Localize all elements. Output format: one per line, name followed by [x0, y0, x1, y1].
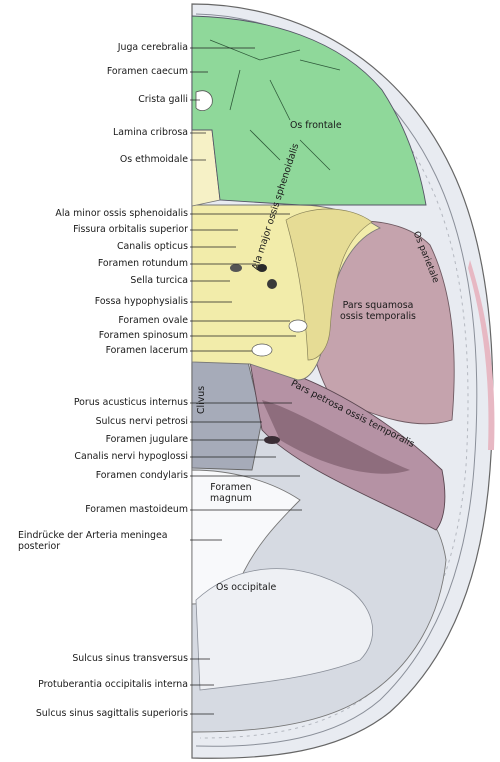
label-sulcus-sagittalis: Sulcus sinus sagittalis superioris [35, 708, 188, 719]
label-fossa-hypophysialis: Fossa hypophysialis [94, 296, 188, 307]
label-eindruecke: Eindrücke der Arteria meningea posterior [18, 530, 168, 552]
pars-squamosa-line1: Pars squamosa [342, 300, 414, 311]
label-sulcus-nervi-petrosi: Sulcus nervi petrosi [95, 416, 188, 427]
greater-wing-stripe [285, 208, 373, 361]
label-fissura-orbitalis: Fissura orbitalis superior [73, 224, 188, 235]
label-ala-minor: Ala minor ossis sphenoidalis [55, 208, 188, 219]
sella-dark-spot [230, 264, 242, 272]
foramen-lacerum-spot [251, 343, 273, 357]
label-foramen-spinosum: Foramen spinosum [98, 330, 188, 341]
region-clivus: Clivus [196, 385, 207, 414]
region-pars-squamosa: Pars squamosa ossis temporalis [340, 300, 416, 322]
foramen-magnum-line1: Foramen [210, 482, 252, 493]
label-porus-acusticus: Porus acusticus internus [73, 397, 188, 408]
leader-lines [190, 47, 302, 715]
foramen-ovale-spot [288, 319, 308, 333]
label-sella-turcica: Sella turcica [130, 275, 188, 286]
label-lamina-cribrosa: Lamina cribrosa [113, 127, 188, 138]
label-foramen-jugulare: Foramen jugulare [105, 434, 188, 445]
os-occipitale-lobe [195, 568, 374, 691]
label-sulcus-transversus: Sulcus sinus transversus [72, 653, 188, 664]
label-foramen-lacerum: Foramen lacerum [105, 345, 188, 356]
foramen-rotundum-spot [257, 264, 267, 272]
label-foramen-caecum: Foramen caecum [106, 66, 188, 77]
scalp-rim [468, 260, 495, 450]
frontal-vessel-lines [209, 39, 341, 171]
label-os-ethmoidale: Os ethmoidale [119, 154, 188, 165]
label-canalis-hypoglossi: Canalis nervi hypoglossi [74, 451, 188, 462]
label-foramen-ovale: Foramen ovale [118, 315, 188, 326]
label-foramen-rotundum: Foramen rotundum [97, 258, 188, 269]
label-juga-cerebralia: Juga cerebralia [117, 42, 188, 53]
label-foramen-condylaris: Foramen condylaris [95, 470, 188, 481]
foramen-jugulare-spot [264, 436, 280, 444]
pars-squamosa-line2: ossis temporalis [340, 311, 416, 322]
label-foramen-mastoideum: Foramen mastoideum [85, 504, 188, 515]
region-os-occipitale: Os occipitale [216, 582, 277, 593]
petrous-dark-groove [262, 400, 410, 474]
frontal-region [191, 15, 427, 206]
crista-galli-shape [195, 90, 213, 112]
label-protuberantia: Protuberantia occipitalis interna [38, 679, 188, 690]
label-canalis-opticus: Canalis opticus [117, 241, 188, 252]
region-os-frontale: Os frontale [290, 120, 342, 131]
clivus-region [191, 359, 263, 471]
foramen-opticus-spot [267, 279, 277, 289]
foramen-magnum-line2: magnum [210, 493, 252, 504]
region-foramen-magnum: Foramen magnum [210, 482, 252, 504]
label-crista-galli: Crista galli [138, 94, 188, 105]
